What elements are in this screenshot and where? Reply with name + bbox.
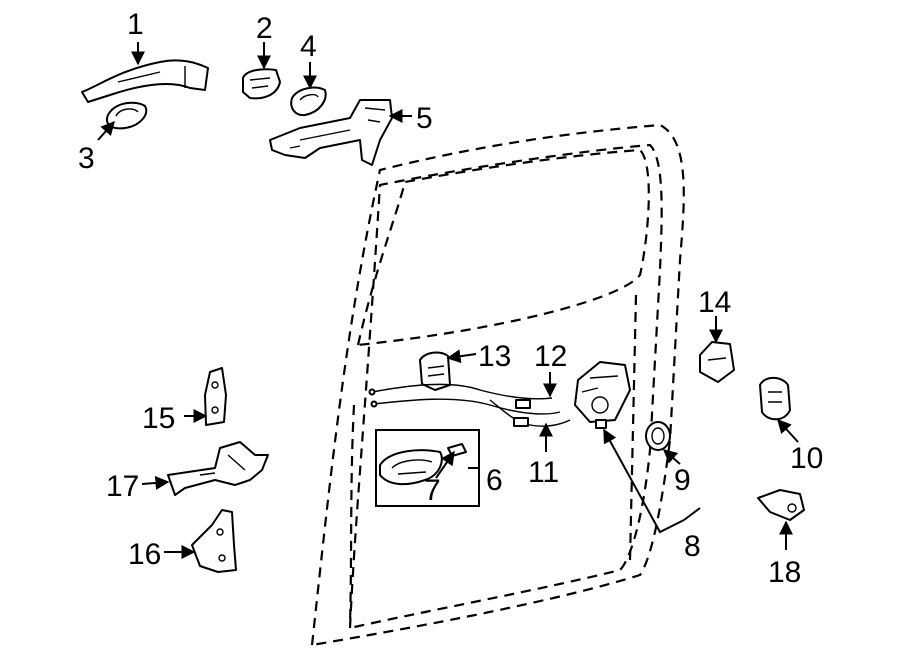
callout-14: 14: [698, 286, 731, 319]
callout-18: 18: [768, 556, 801, 589]
door-latch-part-8: [574, 361, 631, 429]
callout-10: 10: [790, 442, 823, 475]
cover-part-10: [759, 376, 791, 421]
striker-part-18: [757, 489, 805, 521]
gasket-part-4: [290, 86, 327, 117]
callout-labels: 1 2 3 4 5 6 7 8 9 10 11 12 13 14 15 16 1…: [78, 8, 823, 589]
callout-3: 3: [78, 142, 95, 175]
door-outline: [310, 123, 685, 647]
grommet-part-9: [645, 421, 671, 451]
callout-7: 7: [424, 474, 441, 507]
callout-5: 5: [416, 102, 433, 135]
callout-11: 11: [528, 456, 559, 489]
inside-handle-inset: [375, 429, 480, 507]
bracket-part-14: [699, 341, 735, 383]
handle-frame-part-5: [269, 99, 393, 166]
callout-1: 1: [127, 8, 144, 41]
callout-6: 6: [486, 464, 503, 497]
callout-17: 17: [106, 470, 139, 503]
handle-cap-part-2: [242, 68, 281, 100]
callout-8: 8: [684, 530, 701, 563]
leader-lines: [97, 42, 799, 559]
callout-9: 9: [674, 464, 691, 497]
lower-hinge-part-16: [191, 509, 237, 573]
callout-4: 4: [300, 30, 317, 63]
upper-hinge-part-15: [204, 367, 227, 426]
callout-15: 15: [142, 402, 175, 435]
callout-16: 16: [128, 538, 161, 571]
callout-13: 13: [478, 340, 511, 373]
door-check-part-17: [167, 441, 269, 496]
callout-12: 12: [534, 340, 567, 373]
callout-2: 2: [256, 12, 273, 45]
lock-cables: [368, 383, 571, 427]
outside-handle-part-1: [81, 59, 209, 103]
lock-actuator-part-13: [419, 351, 451, 391]
